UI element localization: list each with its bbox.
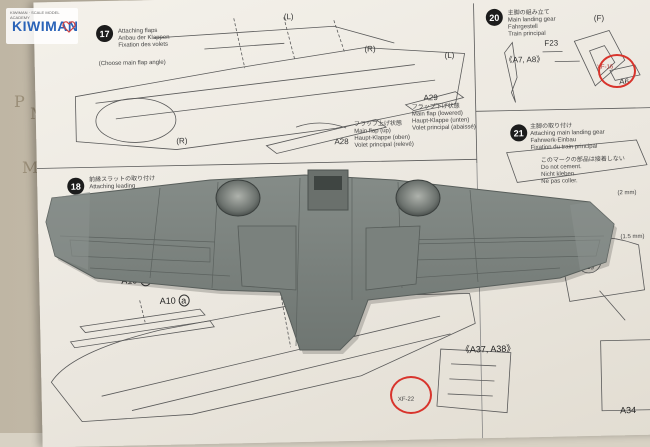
watermark-brand: KIWIMAN xyxy=(12,18,79,34)
margin-letter-3: M xyxy=(22,158,39,177)
watermark-heart-icon xyxy=(62,21,76,33)
red-marker-circle-a6 xyxy=(598,54,636,88)
sheet-line-art xyxy=(36,3,650,439)
watermark-top-text: KIWIMAN · SCALE MODEL ACADEMY xyxy=(10,10,60,20)
margin-letter-1: P xyxy=(14,92,25,111)
watermark-logo: KIWIMAN · SCALE MODEL ACADEMY KIWIMAN xyxy=(6,8,78,44)
red-marker-circle-xf22 xyxy=(390,376,432,414)
model-wing xyxy=(45,169,617,354)
instruction-sheet: 17 18 20 21 Attaching flaps Anbau der Kl… xyxy=(33,0,650,447)
